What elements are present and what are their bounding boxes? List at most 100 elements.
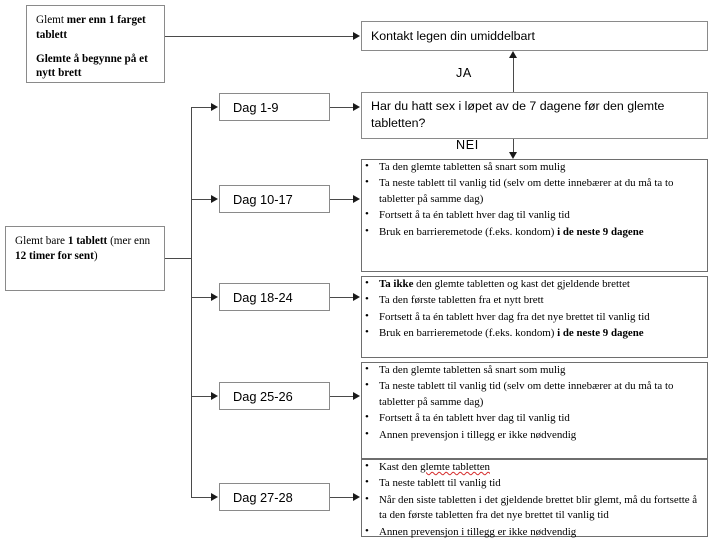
connector-dag-10-17-to-actions <box>330 199 354 200</box>
action-bullet: Ta den glemte tabletten så snart som mul… <box>362 362 707 378</box>
arrowhead-to-dag-18-24 <box>211 292 218 301</box>
plain-text: Fortsett å ta én tablett hver dag til va… <box>379 209 570 222</box>
edge-label-nei: NEI <box>456 138 479 152</box>
action-bullet: Ta neste tablett til vanlig tid (selv om… <box>362 378 707 410</box>
spellchecked-text: glemte tabletten <box>420 461 490 473</box>
dag-10-17-label: Dag 10-17 <box>233 191 293 207</box>
plain-text: Ta neste tablett til vanlig tid <box>379 477 501 490</box>
action-bullet: Bruk en barrieremetode (f.eks. kondom) i… <box>362 224 707 240</box>
connector-trunk-to-dag-10-17 <box>191 199 211 200</box>
actions-list-dag-18-24: Ta ikke den glemte tabletten og kast det… <box>362 276 707 342</box>
node-dag-25-26[interactable]: Dag 25-26 <box>219 382 330 410</box>
node-actions-dag-25-26[interactable]: Ta den glemte tabletten så snart som mul… <box>361 362 708 459</box>
plain-text: Fortsett å ta én tablett hver dag til va… <box>379 412 570 425</box>
actions-list-dag-10-17: Ta den glemte tabletten så snart som mul… <box>362 159 707 240</box>
plain-text: Glemt bare <box>15 235 68 247</box>
actions-list-dag-27-28: Kast den glemte tabletten Ta neste tablet… <box>362 459 707 539</box>
arrowhead-to-dag-1-9 <box>211 102 218 111</box>
connector-trunk-to-dag-1-9 <box>191 107 211 108</box>
action-bullet: Fortsett å ta én tablett hver dag til va… <box>362 410 707 426</box>
node-start-forgot-multiple[interactable]: Glemt mer enn 1 farget tablett Glemte å … <box>26 5 165 83</box>
action-bullet: Ta neste tablett til vanlig tid (selv om… <box>362 175 707 207</box>
plain-text: Ta den glemte tabletten så snart som mul… <box>379 161 566 173</box>
action-bullet: Annen prevensjon i tillegg er ikke nødve… <box>362 427 707 443</box>
connector-branch-trunk <box>191 107 192 497</box>
connector-dag-18-24-to-actions <box>330 297 354 298</box>
connector-dag-27-28-to-actions <box>330 497 354 498</box>
plain-text: (mer enn <box>107 235 151 247</box>
node-dag-27-28[interactable]: Dag 27-28 <box>219 483 330 511</box>
emphasis-text: 12 timer for sent <box>15 249 94 262</box>
node-dag-18-24[interactable]: Dag 18-24 <box>219 283 330 311</box>
action-bullet: Ta den glemte tabletten så snart som mul… <box>362 159 707 175</box>
plain-text: den glemte tabletten og kast det gjelden… <box>413 278 630 290</box>
action-bullet: Fortsett å ta én tablett hver dag til va… <box>362 207 707 223</box>
action-bullet: Kast den glemte tabletten <box>362 459 707 475</box>
plain-text: Bruk en barrieremetode (f.eks. kondom) <box>379 225 558 238</box>
dag-18-24-label: Dag 18-24 <box>233 289 293 305</box>
action-bullet: Når den siste tabletten i det gjeldende … <box>362 492 707 524</box>
connector-question-yes <box>513 58 514 92</box>
arrowhead-to-dag-27-28 <box>211 492 218 501</box>
start-single-line-1: Glemt bare 1 tablett (mer enn 12 timer f… <box>15 234 156 264</box>
connector-dag-25-26-to-actions <box>330 396 354 397</box>
arrowhead-to-contact-doctor <box>353 31 360 40</box>
start-multiple-line-1: Glemt mer enn 1 farget tablett <box>36 13 156 43</box>
arrowhead-to-actions-18-24 <box>353 292 360 301</box>
emphasis-text: Ta ikke <box>379 278 414 290</box>
arrowhead-to-dag-10-17 <box>211 194 218 203</box>
plain-text: Ta den glemte tabletten så snart som mul… <box>379 364 566 376</box>
arrowhead-no-to-actions <box>508 152 517 159</box>
arrowhead-to-question <box>353 102 360 111</box>
node-actions-dag-18-24[interactable]: Ta ikke den glemte tabletten og kast det… <box>361 276 708 358</box>
plain-text: Annen prevensjon i tillegg er ikke nødve… <box>379 525 577 538</box>
plain-text: Ta neste tablett til vanlig tid (selv om… <box>379 380 674 408</box>
node-dag-1-9[interactable]: Dag 1-9 <box>219 93 330 121</box>
edge-label-ja: JA <box>456 66 472 80</box>
plain-text: Ta den første tabletten fra et nytt bret… <box>379 294 544 307</box>
emphasis-text: mer enn 1 farget tablett <box>36 14 146 41</box>
connector-trunk-to-dag-27-28 <box>191 497 211 498</box>
plain-text: Når den siste tabletten i det gjeldende … <box>379 493 698 522</box>
connector-trunk-to-dag-18-24 <box>191 297 211 298</box>
node-actions-dag-10-17[interactable]: Ta den glemte tabletten så snart som mul… <box>361 159 708 272</box>
emphasis-text: 1 tablett <box>67 235 108 247</box>
plain-text: Glemt <box>36 14 67 26</box>
plain-text: Annen prevensjon i tillegg er ikke nødve… <box>379 428 577 441</box>
emphasis-text: i de neste 9 dagene <box>557 327 644 340</box>
action-bullet: Ta neste tablett til vanlig tid <box>362 475 707 491</box>
arrowhead-yes-to-doctor <box>508 51 517 58</box>
plain-text: Ta neste tablett til vanlig tid (selv om… <box>379 177 674 205</box>
connector-trunk-to-dag-25-26 <box>191 396 211 397</box>
action-bullet: Fortsett å ta én tablett hver dag fra de… <box>362 309 707 325</box>
node-dag-10-17[interactable]: Dag 10-17 <box>219 185 330 213</box>
emphasis-text: i de neste 9 dagene <box>557 225 644 238</box>
node-start-forgot-single[interactable]: Glemt bare 1 tablett (mer enn 12 timer f… <box>5 226 165 291</box>
spacer <box>36 43 156 52</box>
action-bullet: Ta ikke den glemte tabletten og kast det… <box>362 276 707 292</box>
connector-start-single-stub <box>165 258 191 259</box>
plain-text: ) <box>93 249 98 262</box>
node-actions-dag-27-28[interactable]: Kast den glemte tabletten Ta neste tablet… <box>361 459 708 539</box>
connector-start-multiple-to-doctor <box>165 36 354 37</box>
node-contact-doctor[interactable]: Kontakt legen din umiddelbart <box>361 21 708 51</box>
start-multiple-line-2: Glemte å begynne på et nytt brett <box>36 52 156 82</box>
connector-dag-1-9-to-question <box>330 107 354 108</box>
dag-27-28-label: Dag 27-28 <box>233 489 293 505</box>
connector-question-no <box>513 139 514 152</box>
dag-25-26-label: Dag 25-26 <box>233 388 293 404</box>
contact-doctor-label: Kontakt legen din umiddelbart <box>371 28 535 43</box>
dag-1-9-label: Dag 1-9 <box>233 99 279 115</box>
node-question-sex-last-7-days[interactable]: Har du hatt sex i løpet av de 7 dagene f… <box>361 92 708 139</box>
actions-list-dag-25-26: Ta den glemte tabletten så snart som mul… <box>362 362 707 443</box>
plain-text: Bruk en barrieremetode (f.eks. kondom) <box>379 327 558 340</box>
arrowhead-to-actions-10-17 <box>353 194 360 203</box>
plain-text: Kast den <box>379 461 421 473</box>
arrowhead-to-actions-25-26 <box>353 391 360 400</box>
arrowhead-to-dag-25-26 <box>211 391 218 400</box>
question-label: Har du hatt sex i løpet av de 7 dagene f… <box>371 99 665 131</box>
action-bullet: Bruk en barrieremetode (f.eks. kondom) i… <box>362 325 707 341</box>
arrowhead-to-actions-27-28 <box>353 492 360 501</box>
action-bullet: Ta den første tabletten fra et nytt bret… <box>362 292 707 308</box>
